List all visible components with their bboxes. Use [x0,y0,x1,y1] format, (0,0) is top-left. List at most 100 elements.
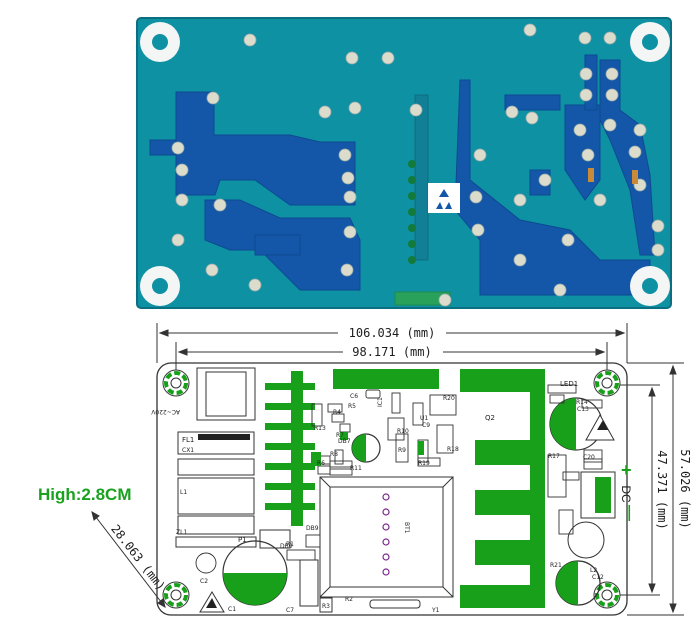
mounting-holes-photo [140,22,670,306]
warning-label [428,183,460,213]
silkscreen-cx1: CX1 [182,447,194,454]
solder-pad [603,118,617,132]
silkscreen-c1: C1 [228,606,236,613]
solder-pad [605,88,619,102]
solder-pad [243,33,257,47]
solder-pad [343,225,357,239]
mounting-hole [593,369,621,397]
warning-triangles [199,413,615,613]
silkscreen-r8: R8 [330,451,338,458]
dc-plus: + [621,460,632,480]
center-pin-row [408,160,416,264]
hole-spacing-width-label: 47.371 (mm) [655,450,669,529]
silkscreen-bt1: BT1 [403,522,410,534]
transformer-pins [382,493,390,576]
silkscreen-c6: C6 [350,393,358,400]
dc-output: + DC — [580,460,638,521]
silkscreen-p1: P1 [238,536,247,544]
silkscreen-fl1: FL1 [182,436,194,444]
solder-pad [578,31,592,45]
solder-pad [513,253,527,267]
solder-pad [381,51,395,65]
solder-pad [473,148,487,162]
height-label: High:2.8CM [38,485,132,504]
solder-pad [513,193,527,207]
silkscreen-r21: R21 [550,562,562,569]
silkscreen-r3: R3 [322,603,330,610]
silkscreen-y1: Y1 [431,607,440,614]
solder-pad [318,105,332,119]
solder-pad [409,103,423,117]
silkscreen-q2: Q2 [485,414,495,422]
mounting-hole [162,369,190,397]
solder-pad [438,293,452,307]
silkscreen-c12: C12 [592,574,604,581]
solder-pad [248,278,262,292]
silkscreen-c13: C13 [577,406,589,413]
solder-pad [579,88,593,102]
solder-pad [651,243,665,257]
solder-pad [175,193,189,207]
solder-pad [341,171,355,185]
solder-pad [175,163,189,177]
solder-pad [205,263,219,277]
mounting-hole [593,581,621,609]
silkscreen-c2: C2 [200,578,208,585]
small-components [195,384,603,574]
silkscreen-r13: R13 [314,425,326,432]
overall-width-label: 57.026 (mm) [678,449,691,528]
input-section [175,367,421,613]
solder-pad [469,190,483,204]
solder-pad [605,67,619,81]
mounting-holes-drawing [162,369,621,609]
mounting-hole [162,581,190,609]
solder-pad [561,233,575,247]
silkscreen-c20: C20 [583,454,595,461]
silkscreen-u1: U1 [420,415,428,422]
solder-pad [471,223,485,237]
silkscreen-db7: DB7 [338,438,351,445]
solder-pad [651,219,665,233]
solder-pad [573,123,587,137]
silkscreen-l2: L2 [590,567,597,574]
silkscreen-r1: R1 [286,541,294,548]
solder-pad [348,101,362,115]
solder-pad [525,111,539,125]
pcb-drawing: 106.034 (mm) 98.171 (mm) 57.026 (mm) 47.… [38,323,691,616]
solder-pad [593,193,607,207]
silkscreen-r20: R20 [443,395,455,402]
solder-pad [581,148,595,162]
silkscreen-r2: R2 [345,596,353,603]
copper-areas [265,369,545,608]
silkscreen-r14: R14 [576,399,588,406]
pcb-photo [136,17,672,309]
overall-length-label: 106.034 (mm) [349,326,436,340]
silkscreen-r4: R4 [333,409,341,416]
silkscreen-r18: R18 [447,446,459,453]
solder-pad [538,173,552,187]
silkscreen-db0: DB0 [280,543,293,550]
dimension-lines [91,323,684,616]
silkscreen-r11: R11 [350,465,362,472]
solder-pad [553,283,567,297]
copper-traces [149,54,656,306]
silkscreen-r9: R9 [398,447,406,454]
solder-pad [505,105,519,119]
solder-pad [340,263,354,277]
silkscreen-c9: C9 [422,422,430,429]
silkscreen-zl1: ZL1 [176,529,187,536]
solder-pad [206,91,220,105]
silkscreen-c7: C7 [286,607,294,614]
silkscreen-r10: R10 [397,428,409,435]
silkscreen-r5: R5 [348,403,356,410]
silkscreen-ic1: IC1 [377,397,384,407]
silkscreen-r19: R19 [418,460,430,467]
silkscreen-ac: AC~220V [150,408,180,415]
silkscreen-r6: R6 [317,460,325,467]
solder-pad [603,31,617,45]
solder-pad [338,148,352,162]
hole-spacing-length-label: 98.171 (mm) [352,345,431,359]
solder-pad [579,67,593,81]
solder-pad [345,51,359,65]
